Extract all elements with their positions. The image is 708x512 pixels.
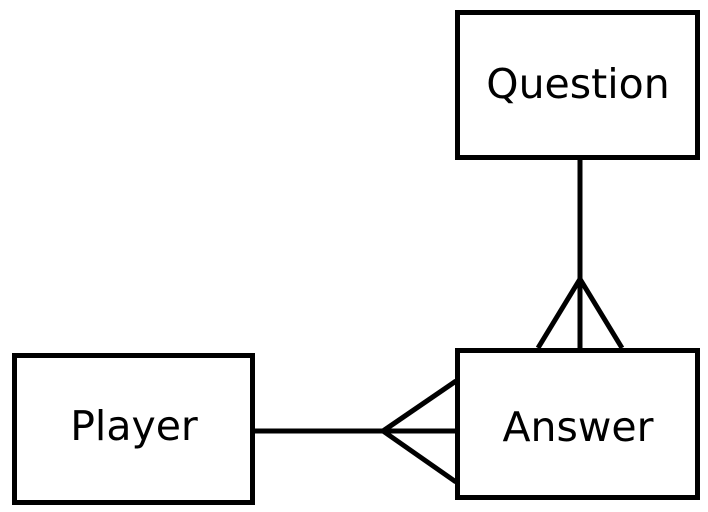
relationship-question-answer <box>535 160 625 350</box>
crowsfoot-lower-ray-answer-left <box>381 428 458 485</box>
entity-player-label: Player <box>70 402 198 450</box>
entity-answer[interactable]: Answer <box>455 348 700 500</box>
entity-question-box[interactable] <box>455 10 700 160</box>
entity-answer-label: Answer <box>502 403 653 451</box>
crowsfoot-left-ray-answer-top <box>535 277 583 350</box>
relationship-player-answer <box>255 378 458 485</box>
entity-player-box[interactable] <box>12 353 255 505</box>
entity-question-label: Question <box>486 60 669 108</box>
crowsfoot-right-ray-answer-top <box>577 277 625 350</box>
entity-question[interactable]: Question <box>455 10 700 160</box>
entity-answer-box[interactable] <box>455 348 700 500</box>
crowsfoot-upper-ray-answer-left <box>381 378 458 434</box>
entity-player[interactable]: Player <box>12 353 255 505</box>
